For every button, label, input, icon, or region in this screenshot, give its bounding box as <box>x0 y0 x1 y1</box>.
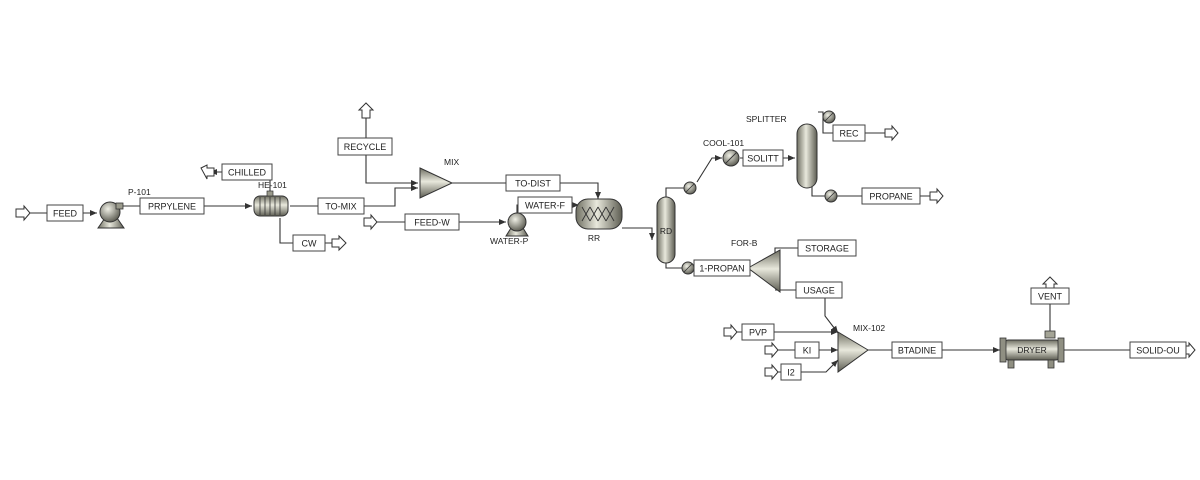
mixer-mix[interactable] <box>419 167 454 199</box>
block-label-rd: RD <box>660 226 672 236</box>
block-label-cool101: COOL-101 <box>703 138 744 148</box>
block-label-dryer: DRYER <box>1017 345 1047 355</box>
pump-icon <box>99 201 121 223</box>
column-icon <box>796 123 818 189</box>
block-label-p101: P-101 <box>128 187 151 197</box>
pump-icon <box>507 212 527 232</box>
reactor-rr[interactable] <box>575 198 623 230</box>
feed-port-icon <box>15 204 31 222</box>
stream-label-water-f[interactable]: WATER-F <box>525 201 565 211</box>
column-icon <box>656 196 676 264</box>
stream-label-cw[interactable]: CW <box>302 239 317 249</box>
stream-line-rr-out[interactable] <box>622 227 655 240</box>
recycle-port-icon <box>357 102 375 119</box>
stream-label-btadine[interactable]: BTADINE <box>898 346 936 356</box>
stream-label-to-dist[interactable]: TO-DIST <box>515 179 551 189</box>
port-arrows <box>15 102 1196 381</box>
stream-label-feed-w[interactable]: FEED-W <box>414 218 450 228</box>
block-label-splitter: SPLITTER <box>746 114 787 124</box>
stream-label-vent[interactable]: VENT <box>1038 292 1063 302</box>
cw-port-icon <box>331 234 347 252</box>
pvp-port-icon <box>723 323 738 341</box>
stream-line-splitter-bottom <box>811 185 826 197</box>
stream-label-1-propan[interactable]: 1-PROPAN <box>699 264 744 274</box>
stream-label-feed[interactable]: FEED <box>53 209 78 219</box>
rec-port-icon <box>884 124 899 142</box>
mixer-triangle-icon <box>837 331 869 373</box>
stream-label-storage[interactable]: STORAGE <box>805 244 849 254</box>
block-label-rr: RR <box>588 233 600 243</box>
stream-label-recycle[interactable]: RECYCLE <box>344 142 387 152</box>
block-label-mix102: MIX-102 <box>853 323 885 333</box>
stream-label-pvp[interactable]: PVP <box>749 328 767 338</box>
reactor-icon <box>575 198 623 230</box>
splitter-triangle-icon <box>747 249 781 293</box>
stream-labels: FEED PRPYLENE CHILLED TO-MIX CW RECYCLE … <box>46 124 1187 381</box>
stream-label-solid-ou[interactable]: SOLID-OU <box>1136 346 1180 356</box>
stream-line-to-dist[interactable] <box>452 182 601 199</box>
mixer-triangle-icon <box>419 167 454 199</box>
stream-line-cool-feed[interactable] <box>696 155 722 183</box>
chilled-port-icon <box>200 164 215 180</box>
stream-label-i2[interactable]: I2 <box>787 368 795 378</box>
heat-exchanger-icon <box>253 195 289 217</box>
pump-p101[interactable] <box>97 201 125 229</box>
block-label-mix: MIX <box>444 157 459 167</box>
stream-label-solitt[interactable]: SOLITT <box>747 154 779 164</box>
column-rd[interactable] <box>656 181 697 275</box>
column-splitter[interactable] <box>796 110 838 203</box>
ki-port-icon <box>764 341 779 359</box>
mixer-mix102[interactable] <box>837 331 869 373</box>
block-label-he101: HE-101 <box>258 180 287 190</box>
cooler-cool101[interactable] <box>722 149 740 167</box>
splitter-for-b[interactable] <box>747 249 781 293</box>
block-label-water-p: WATER-P <box>490 236 529 246</box>
stream-label-chilled[interactable]: CHILLED <box>228 168 267 178</box>
stream-label-rec[interactable]: REC <box>839 129 859 139</box>
block-label-for-b: FOR-B <box>731 238 758 248</box>
stream-line-rd-bottom <box>665 262 683 269</box>
stream-label-prpylene[interactable]: PRPYLENE <box>148 202 196 212</box>
feed-w-port-icon <box>363 213 378 231</box>
stream-label-propane[interactable]: PROPANE <box>869 192 912 202</box>
stream-label-to-mix[interactable]: TO-MIX <box>325 202 356 212</box>
heat-exchanger-he101[interactable] <box>253 190 289 217</box>
stream-line-rd-overhead <box>665 187 685 200</box>
pump-water-p[interactable] <box>505 212 529 237</box>
stream-label-usage[interactable]: USAGE <box>803 286 835 296</box>
block-labels: P-101 HE-101 MIX WATER-P RR RD COOL-101 … <box>128 114 1047 355</box>
stream-label-ki[interactable]: KI <box>803 346 812 356</box>
stream-lines <box>30 111 1186 373</box>
propane-port-icon <box>929 187 944 205</box>
i2-port-icon <box>764 363 779 381</box>
dryer[interactable] <box>999 330 1065 369</box>
